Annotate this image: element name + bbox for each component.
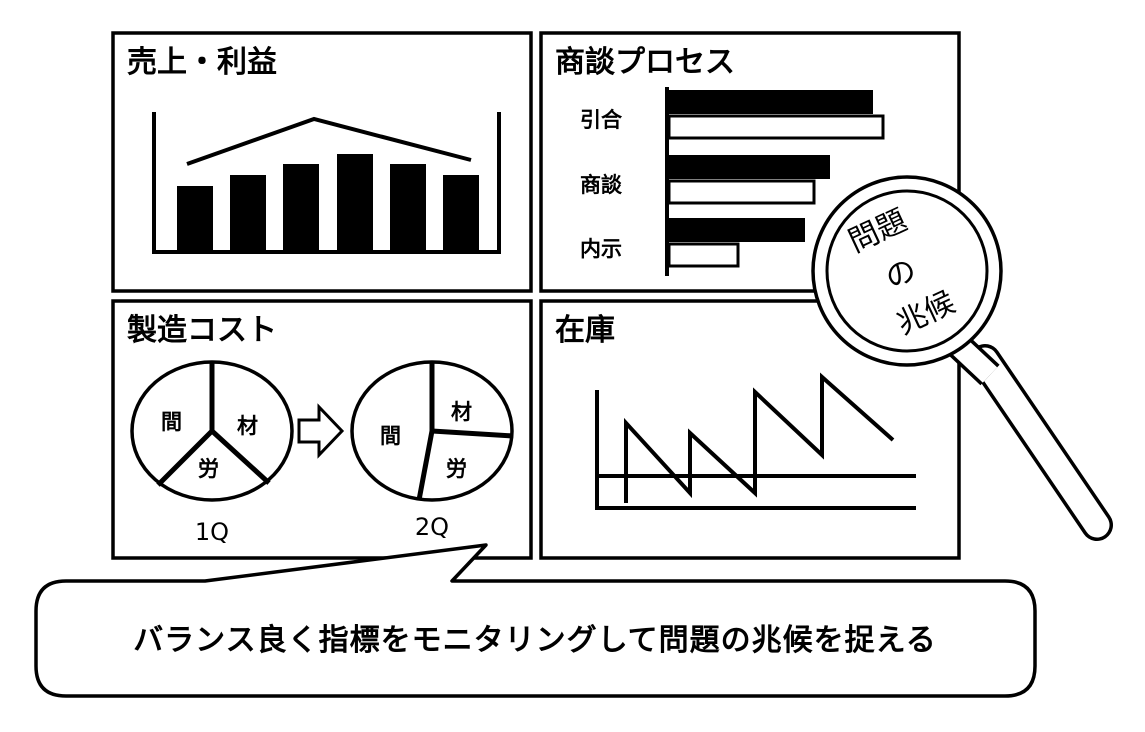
sales-bar-1 xyxy=(177,186,213,252)
sales-bar-2 xyxy=(230,175,266,252)
arrow-right-icon xyxy=(297,403,345,459)
negotiation-bar-outline xyxy=(667,179,816,205)
stage-label-inquiry: 引合 xyxy=(580,108,623,132)
sales-bar-4 xyxy=(337,154,373,252)
stage-label-informal-order: 内示 xyxy=(580,237,622,261)
pie-2q-label-overhead: 間 xyxy=(380,424,401,448)
pie-2q-caption: 2Q xyxy=(415,513,449,541)
inquiry-bar-filled xyxy=(667,90,873,114)
inventory-sawtooth xyxy=(624,372,895,503)
pie-1q-label-material: 材 xyxy=(237,414,258,438)
sales-process-title: 商談プロセス xyxy=(555,45,735,80)
pie-2q-label-material: 材 xyxy=(451,400,472,424)
pie-2q-label-labor: 労 xyxy=(446,457,467,481)
stage-label-negotiation: 商談 xyxy=(580,173,623,197)
informal-order-bar-filled xyxy=(667,218,805,242)
callout-bubble xyxy=(34,543,1037,698)
cost-pie-1q xyxy=(130,360,294,502)
inventory-axes xyxy=(595,390,916,510)
inventory-chart xyxy=(595,372,916,510)
sales-bar-3 xyxy=(283,164,319,252)
profit-line xyxy=(186,116,472,166)
magnifier-icon xyxy=(811,175,1113,541)
sales-profit-chart xyxy=(152,112,501,254)
informal-order-bar-outline xyxy=(667,242,740,268)
inventory-title: 在庫 xyxy=(555,313,615,348)
sales-bar-5 xyxy=(390,164,426,252)
sales-bar-6 xyxy=(443,175,479,252)
pie-1q-label-overhead: 間 xyxy=(161,410,182,434)
sales-process-chart xyxy=(665,87,885,276)
inquiry-bar-outline xyxy=(667,114,885,140)
sales-profit-title: 売上・利益 xyxy=(127,45,277,80)
manufacturing-cost-title: 製造コスト xyxy=(127,313,277,348)
callout-text: バランス良く指標をモニタリングして問題の兆候を捉える xyxy=(133,623,937,658)
sales-chart-frame xyxy=(152,112,501,254)
pie-1q-label-labor: 労 xyxy=(198,457,219,481)
pie-1q-caption: 1Q xyxy=(195,518,229,546)
cost-pie-2q xyxy=(350,360,514,502)
negotiation-bar-filled xyxy=(667,155,830,179)
